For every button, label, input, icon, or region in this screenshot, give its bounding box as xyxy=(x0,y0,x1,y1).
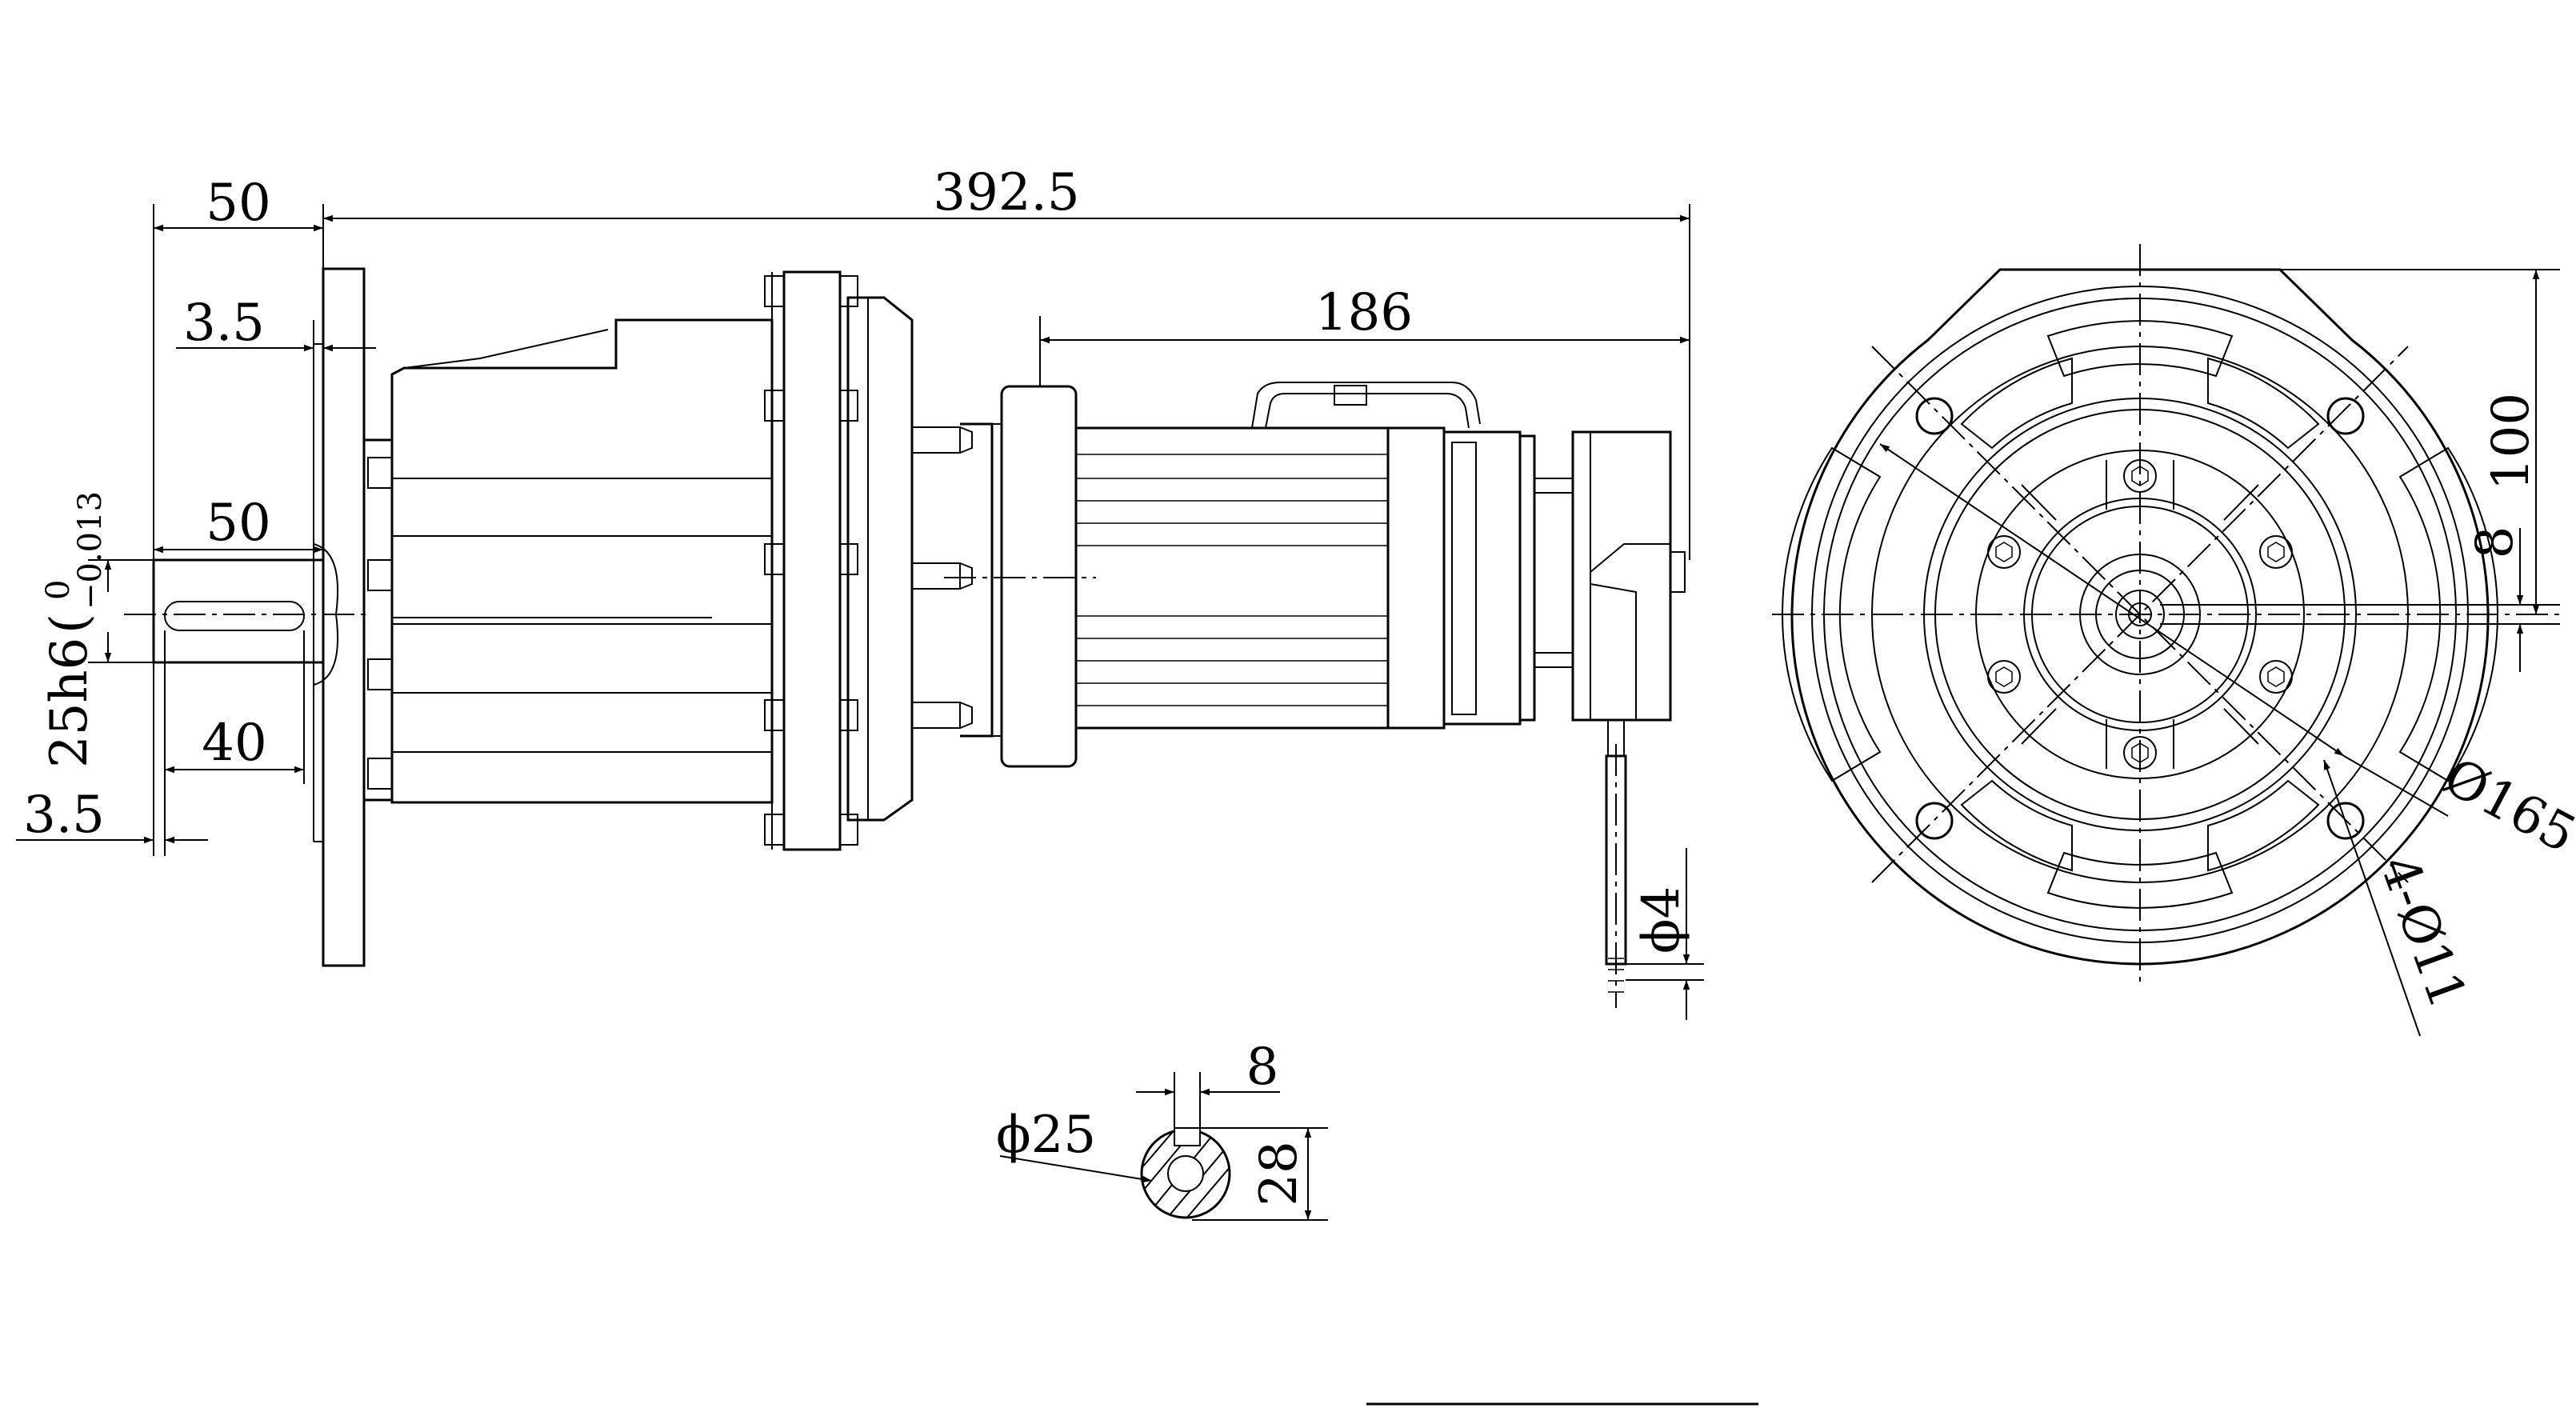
flange-offset-label: 50 xyxy=(206,174,270,233)
section-diameter-label: ϕ25 xyxy=(996,1106,1096,1165)
shaft-fit-upper-label: 0 xyxy=(40,580,77,600)
key-width-side-label: 8 xyxy=(2466,526,2525,559)
front-view: 100 8 Ø165 4-Ø11 xyxy=(1772,244,2576,1037)
section-height-label: 28 xyxy=(1250,1141,1309,1206)
flange-thickness-label: 3.5 xyxy=(183,294,265,353)
brake-encoder xyxy=(1534,430,1686,722)
motor-length-label: 186 xyxy=(1315,283,1413,342)
mounting-flange xyxy=(313,267,366,967)
output-shaft xyxy=(124,558,368,664)
motor-adapter xyxy=(986,385,1078,768)
motor-body xyxy=(944,382,1536,730)
middle-flange xyxy=(764,270,914,851)
shaft-section: 8 ϕ25 28 xyxy=(996,1038,1328,1221)
flange-height-label: 100 xyxy=(2482,393,2541,490)
svg-text:(: ( xyxy=(40,614,99,634)
coupling-studs xyxy=(911,422,994,738)
side-view: 392.5 50 3.5 50 40 3.5 25h6 ( 0 xyxy=(16,163,1704,1020)
overall-length-label: 392.5 xyxy=(933,163,1079,222)
shaft-length-label: 50 xyxy=(206,494,270,553)
gear-housing xyxy=(362,318,774,804)
cable-diameter-label: ϕ4 xyxy=(1632,886,1691,954)
shaft-fit-lower-label: −0.013 xyxy=(72,491,109,610)
shaft-fit-label: 25h6 xyxy=(40,638,99,768)
keyway-length-label: 40 xyxy=(202,714,266,773)
pitch-circle-label: Ø165 xyxy=(2434,747,2576,865)
section-key-width-label: 8 xyxy=(1246,1038,1279,1097)
shaft-shoulder-label: 3.5 xyxy=(23,786,105,845)
cable xyxy=(1605,720,1627,1008)
